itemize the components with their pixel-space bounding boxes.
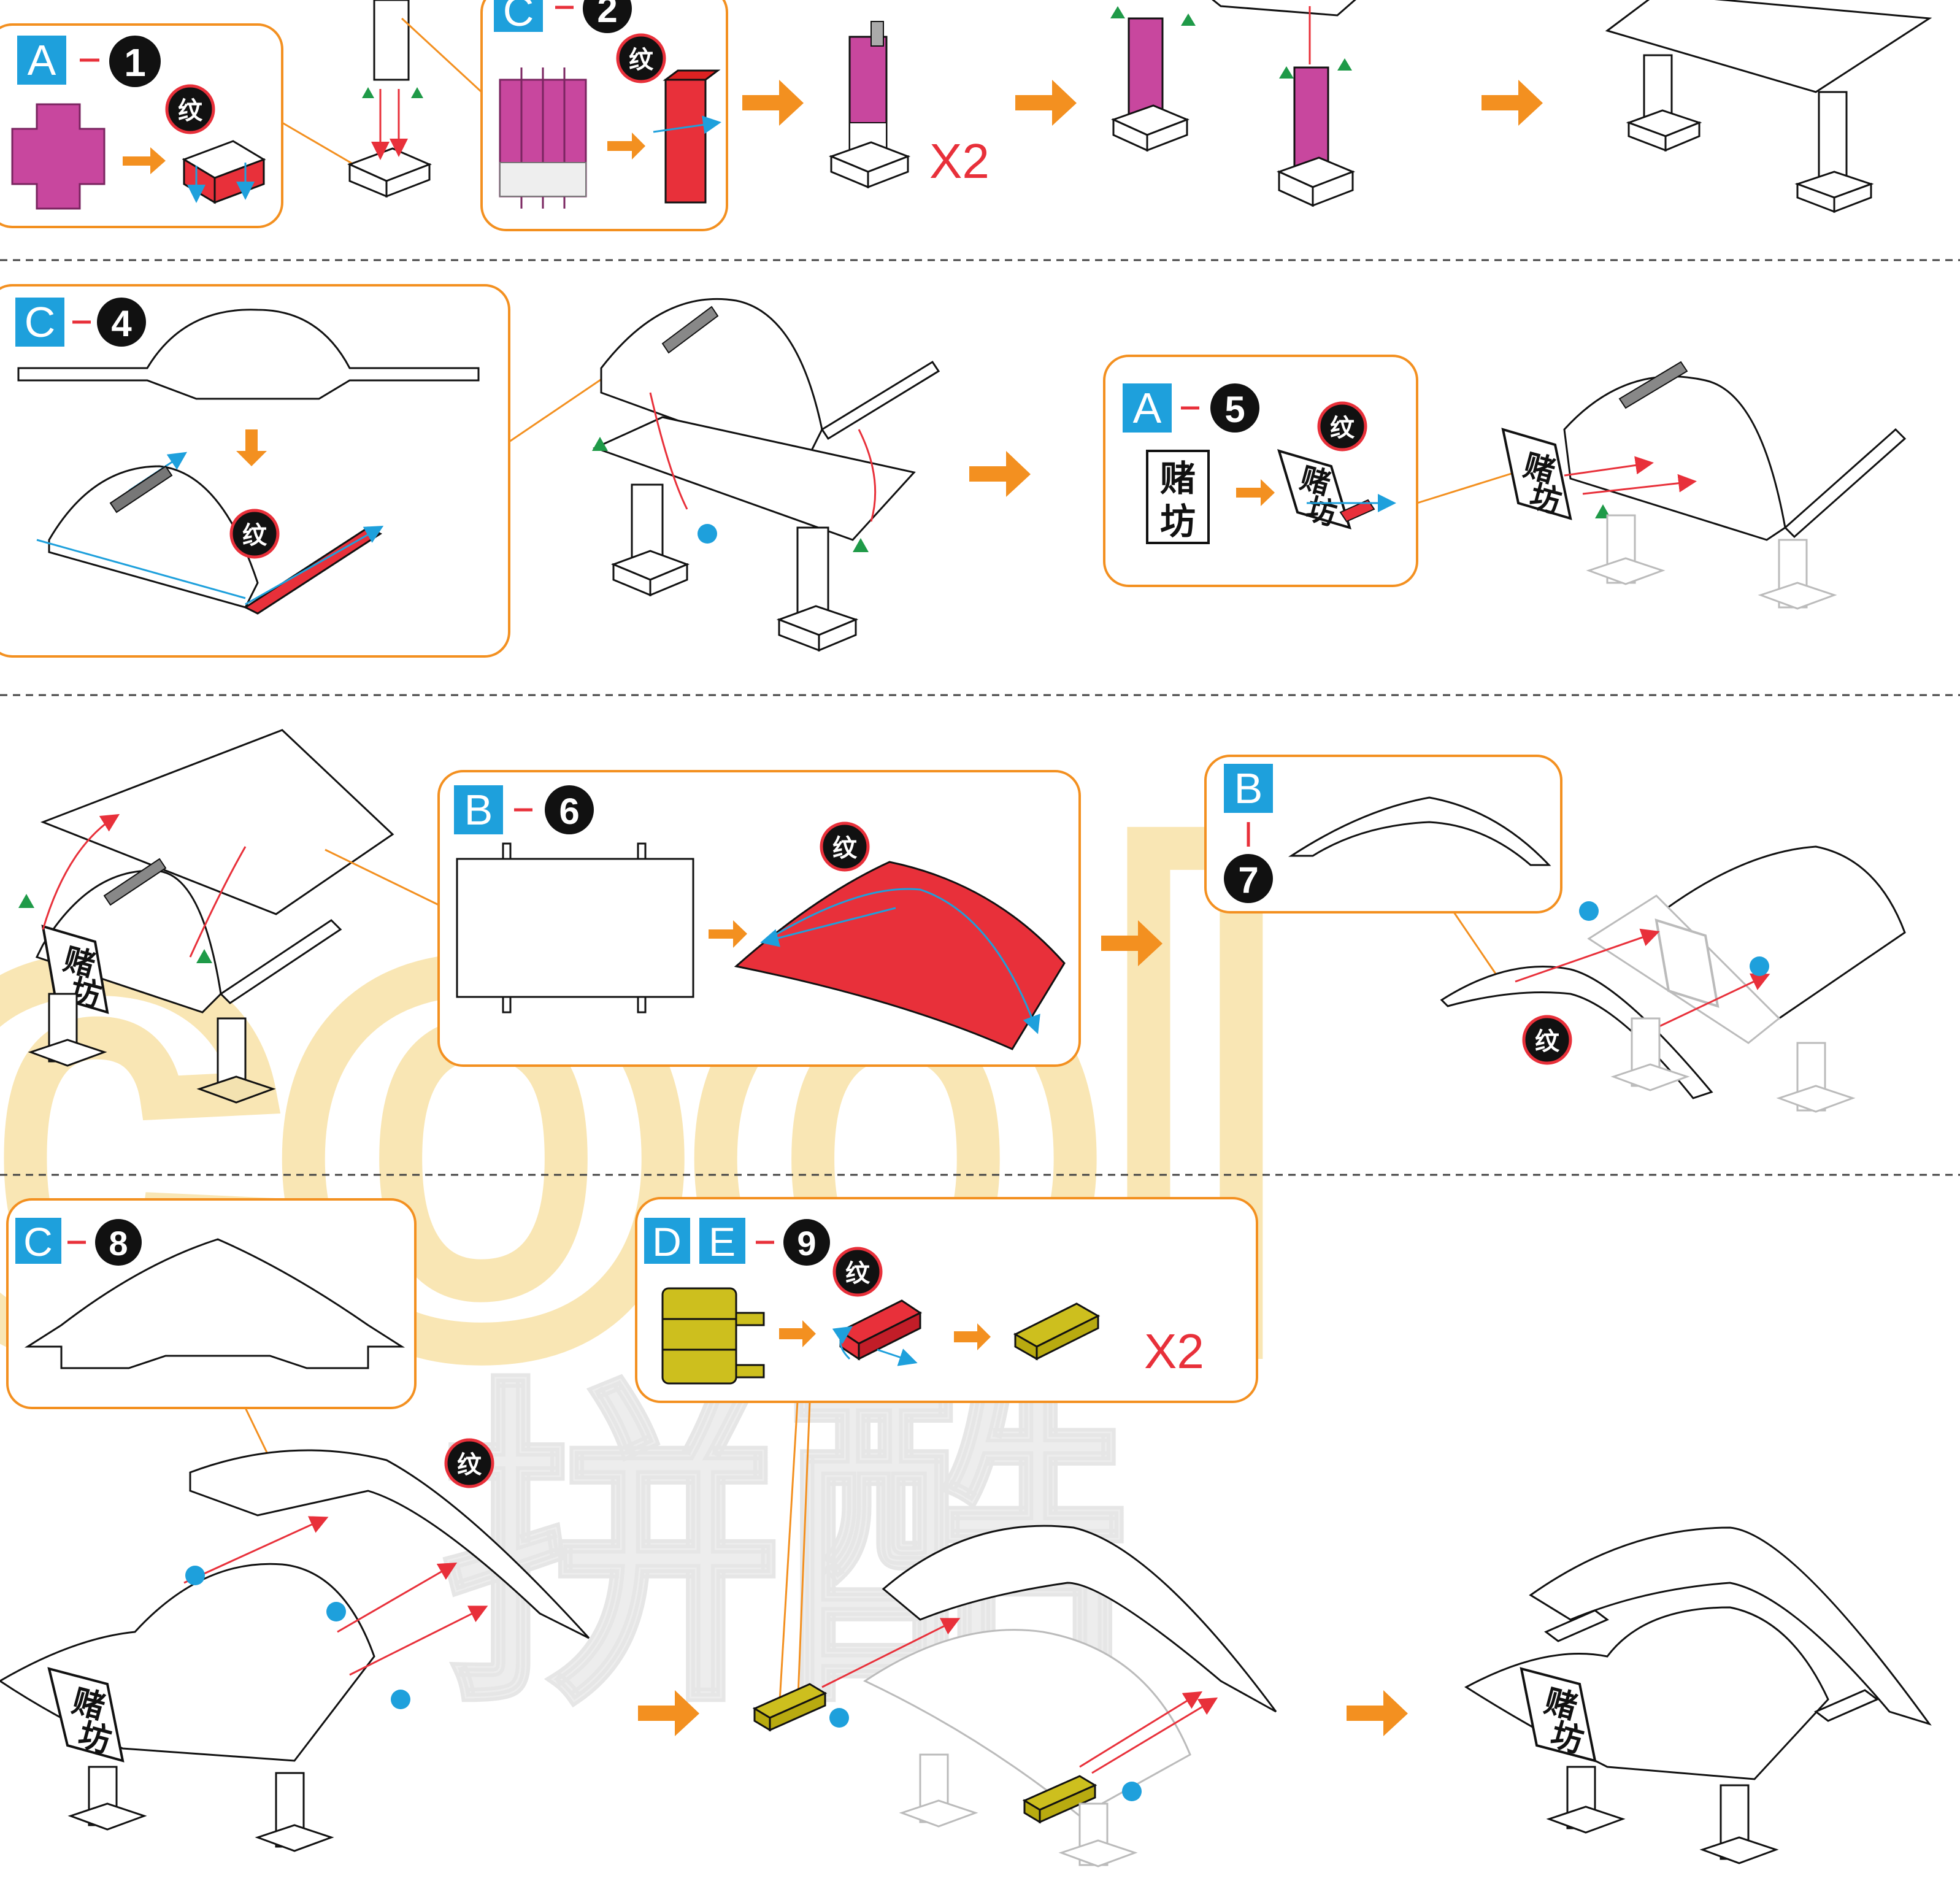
repeat-count-label: X2: [929, 134, 990, 188]
step-panel-a5: A 5 赌 坊 赌 坊 纹: [1103, 355, 1418, 587]
step-de9-part-letter-2: E: [709, 1219, 736, 1264]
glue-point-icon: [1750, 956, 1769, 976]
base-with-pillar: [347, 0, 432, 198]
frame-with-beam: [592, 298, 940, 652]
glue-point-icon: [326, 1602, 346, 1621]
frame-with-roof-part: 赌 坊: [18, 729, 394, 1104]
score-mark-icon: 纹: [1535, 1028, 1560, 1056]
right-arrow-icon: [742, 80, 804, 126]
roof-beam-net: [17, 309, 480, 400]
sign-folded: 赌 坊: [1277, 449, 1396, 533]
step-a5-part-letter: A: [1133, 384, 1162, 432]
step-panel-b7: B 7: [1204, 755, 1562, 913]
base-net-shape: [11, 103, 106, 210]
glue-point-icon: [391, 1690, 410, 1709]
right-arrow-icon: [1101, 920, 1163, 966]
insert-point-icon: [853, 538, 869, 552]
frame-result-1: [1605, 0, 1932, 213]
step-a1-number: 1: [124, 40, 146, 85]
step-panel-a1: A 1 纹: [0, 23, 283, 228]
bracket-folded-red: [832, 1299, 922, 1366]
right-arrow-icon: [1015, 80, 1077, 126]
final-pavilion: 赌 坊: [1464, 1526, 1932, 1864]
roof-ridge-net: [1288, 796, 1551, 866]
step-c2-number: 2: [597, 0, 617, 30]
step-b7-number: 7: [1238, 860, 1258, 901]
row-separators: [0, 259, 1960, 1176]
sign-char-1: 赌: [1160, 458, 1196, 499]
insert-point-icon: [18, 894, 34, 908]
bracket-part: [752, 1683, 828, 1732]
step-de9-number: 9: [797, 1224, 816, 1263]
right-arrow-icon: [969, 451, 1031, 497]
insert-point-icon: [196, 949, 212, 963]
right-arrow-icon: [1347, 1690, 1408, 1736]
insert-point-icon: [1181, 13, 1196, 26]
score-mark-icon: 纹: [242, 521, 267, 550]
bracket-assembled: [1013, 1302, 1101, 1361]
score-mark-icon: 纹: [178, 97, 203, 125]
roof-panel-curved: [734, 861, 1066, 1050]
insert-point-icon: [362, 87, 374, 98]
right-arrow-icon: [1236, 479, 1275, 506]
step-b6-part-letter: B: [464, 786, 493, 834]
right-arrow-icon: [1482, 80, 1543, 126]
step-c2-part-letter: C: [503, 0, 534, 35]
step-c4-number: 4: [111, 303, 132, 344]
step-panel-de9: D E 9 纹 X2: [635, 1197, 1258, 1403]
glue-point-icon: [1579, 901, 1599, 921]
right-arrow-icon: [607, 133, 645, 160]
score-mark-icon: 纹: [629, 46, 654, 74]
down-arrow-icon: [236, 429, 267, 466]
score-mark-icon: 纹: [457, 1451, 482, 1479]
right-arrow-icon: [638, 1690, 699, 1736]
bracket-part: [1022, 1775, 1097, 1824]
right-arrow-icon: [779, 1320, 816, 1347]
glue-point-icon: [829, 1708, 849, 1728]
frame-with-roof: 纹: [1440, 845, 1906, 1113]
glue-point-icon: [185, 1566, 205, 1585]
step-panel-b6: B 6 纹: [437, 770, 1081, 1067]
step-b6-number: 6: [559, 791, 579, 832]
step-b7-part-letter: B: [1234, 764, 1263, 812]
frame-with-sign: 赌 坊: [1501, 361, 1907, 610]
frame-with-brackets: [752, 1525, 1277, 1867]
step-c4-part-letter: C: [25, 298, 56, 346]
insert-point-icon: [1110, 6, 1125, 18]
pillars-with-top: [1110, 0, 1356, 207]
step-a5-number: 5: [1224, 389, 1245, 430]
gable-net: [24, 1238, 405, 1369]
step-de9-part-letter-1: D: [652, 1219, 682, 1264]
glue-point-icon: [1122, 1782, 1142, 1801]
score-mark-icon: 纹: [832, 834, 858, 863]
insert-point-icon: [1279, 66, 1294, 79]
frame-with-gable: 赌 坊 纹: [0, 1438, 590, 1852]
step-panel-c4: C 4 纹: [0, 284, 510, 658]
repeat-count-label: X2: [1144, 1324, 1204, 1379]
glue-point-icon: [698, 524, 717, 544]
sign-char-2: 坊: [1160, 501, 1196, 542]
folded-pillar-red: [653, 69, 721, 204]
step-a1-part-letter: A: [28, 36, 56, 84]
insert-point-icon: [1337, 58, 1352, 71]
roof-panel-net: [456, 842, 694, 1013]
step-c8-number: 8: [109, 1224, 128, 1263]
gambling-house-sign: 赌 坊: [1146, 450, 1210, 544]
right-arrow-icon: [123, 147, 166, 174]
right-arrow-icon: [709, 920, 747, 948]
step-panel-c2: C 2 纹: [480, 0, 728, 231]
right-arrow-icon: [954, 1323, 991, 1350]
insert-point-icon: [411, 87, 423, 98]
bracket-net: [661, 1287, 765, 1385]
pillar-net-shape: [499, 67, 587, 209]
score-mark-icon: 纹: [845, 1260, 870, 1288]
pillar-assembled: [828, 21, 911, 189]
score-mark-icon: 纹: [1330, 414, 1355, 442]
step-panel-c8: C 8: [6, 1198, 417, 1409]
insert-point-icon: [592, 437, 608, 451]
step-c8-part-letter: C: [23, 1219, 53, 1264]
